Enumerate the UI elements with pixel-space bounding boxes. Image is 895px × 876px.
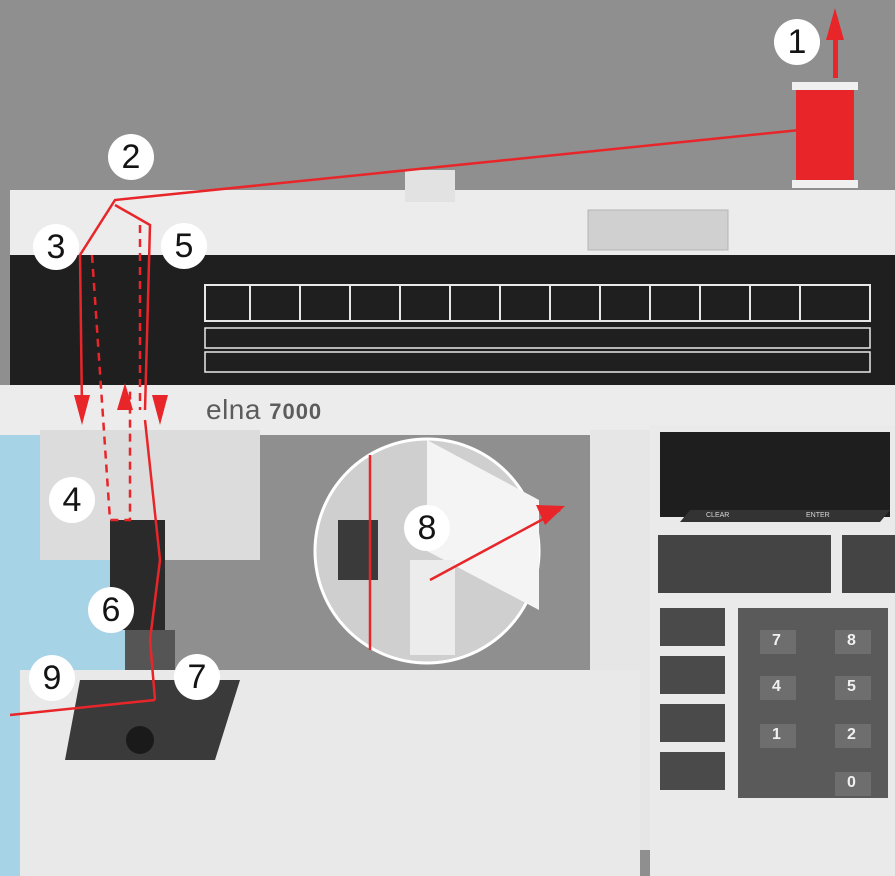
thread-spool xyxy=(796,85,854,185)
clear-label: CLEAR xyxy=(706,512,730,519)
stitch-symbols-row2 xyxy=(204,327,871,373)
callout-2: 2 xyxy=(108,134,154,180)
callout-9: 9 xyxy=(29,655,75,701)
callout-4: 4 xyxy=(49,477,95,523)
keypad-digit: 1 xyxy=(772,726,781,743)
enter-label: ENTER xyxy=(806,512,830,519)
keypad-digit: 7 xyxy=(772,632,781,649)
callout-8: 8 xyxy=(404,505,450,551)
brand-logo: elna 7000 xyxy=(206,394,322,426)
keypad-digit: 8 xyxy=(847,632,856,649)
keypad-digit: 0 xyxy=(847,774,856,791)
bobbin-cover xyxy=(126,726,154,754)
lcd-display xyxy=(660,432,890,517)
function-button-row xyxy=(658,535,831,593)
thread-guide-post xyxy=(405,170,455,202)
keypad-digit: 4 xyxy=(772,678,781,695)
function-button-right xyxy=(842,535,895,593)
keypad-digit: 5 xyxy=(847,678,856,695)
model-number: 7000 xyxy=(269,399,323,424)
callout-7: 7 xyxy=(174,654,220,700)
callout-5: 5 xyxy=(161,223,207,269)
stitch-symbols-row1 xyxy=(204,284,871,322)
thread-path-dashed xyxy=(90,225,142,522)
callout-1: 1 xyxy=(774,19,820,65)
keypad-digit: 2 xyxy=(847,726,856,743)
needle-plate xyxy=(65,680,240,760)
keypad xyxy=(660,608,888,798)
direction-arrows xyxy=(74,8,844,525)
top-window xyxy=(587,209,729,251)
clear-enter-bar xyxy=(680,510,890,522)
thread-path xyxy=(9,128,801,717)
callout-3: 3 xyxy=(33,224,79,270)
brand-name: elna xyxy=(206,394,261,425)
callout-6: 6 xyxy=(88,587,134,633)
